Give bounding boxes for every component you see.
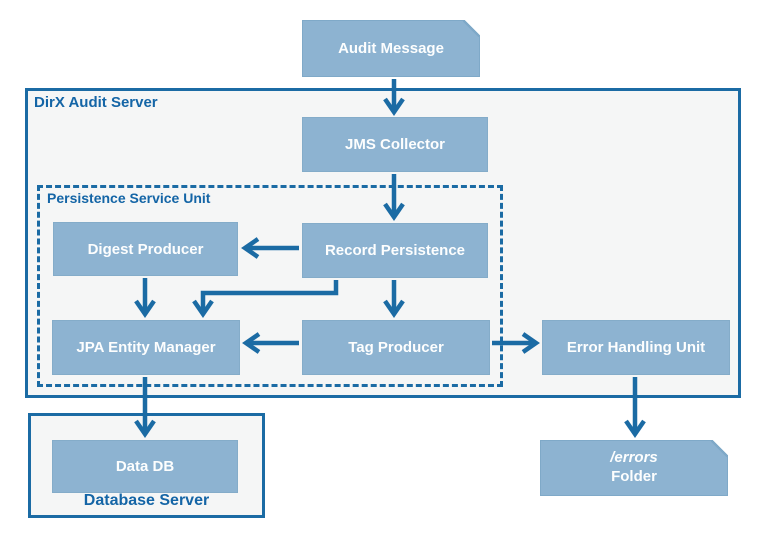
database-server-label: Database Server <box>83 492 210 509</box>
persistence-service-unit-label: Persistence Service Unit <box>47 190 211 206</box>
digest-producer-label: Digest Producer <box>87 240 204 258</box>
note-fold-corner-icon <box>463 20 480 37</box>
dirx-audit-server-label: DirX Audit Server <box>34 94 158 111</box>
errors-folder-label: /errors Folder <box>610 449 658 487</box>
errors-folder-word: Folder <box>611 468 657 485</box>
node-errors-folder: /errors Folder <box>540 440 728 496</box>
jpa-entity-manager-label: JPA Entity Manager <box>76 339 216 356</box>
node-record-persistence: Record Persistence <box>302 223 488 278</box>
jms-collector-label: JMS Collector <box>344 136 446 153</box>
node-data-db: Data DB <box>52 440 238 493</box>
container-persistence-service-unit: Persistence Service Unit <box>37 185 503 387</box>
node-jpa-entity-manager: JPA Entity Manager <box>52 320 240 375</box>
record-persistence-label: Record Persistence <box>324 242 466 259</box>
node-jms-collector: JMS Collector <box>302 117 488 172</box>
tag-producer-label: Tag Producer <box>348 339 444 356</box>
node-error-handling-unit: Error Handling Unit <box>542 320 730 375</box>
note-fold-corner-icon <box>711 440 728 457</box>
node-digest-producer: Digest Producer <box>53 222 238 276</box>
node-audit-message: Audit Message <box>302 20 480 77</box>
data-db-label: Data DB <box>115 458 175 475</box>
error-handling-unit-label: Error Handling Unit <box>566 339 706 356</box>
audit-message-label: Audit Message <box>338 40 444 57</box>
errors-folder-path: /errors <box>610 449 658 467</box>
node-tag-producer: Tag Producer <box>302 320 490 375</box>
